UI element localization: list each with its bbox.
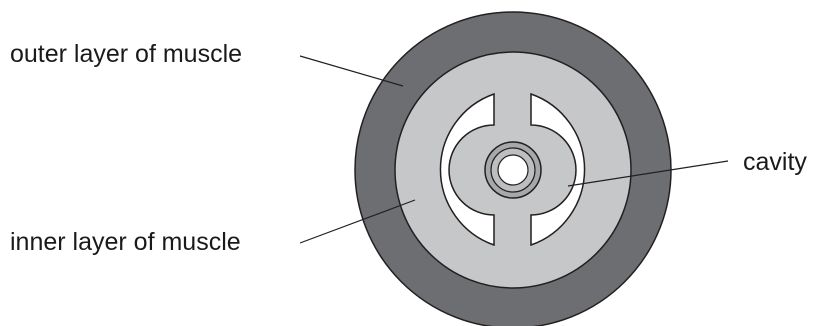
outer-muscle-label: outer layer of muscle <box>10 42 242 67</box>
cavity-label: cavity <box>743 150 807 175</box>
outer-muscle-leader-line <box>300 56 403 86</box>
inner-muscle-label: inner layer of muscle <box>10 230 241 255</box>
central-core-lumen <box>498 155 528 185</box>
